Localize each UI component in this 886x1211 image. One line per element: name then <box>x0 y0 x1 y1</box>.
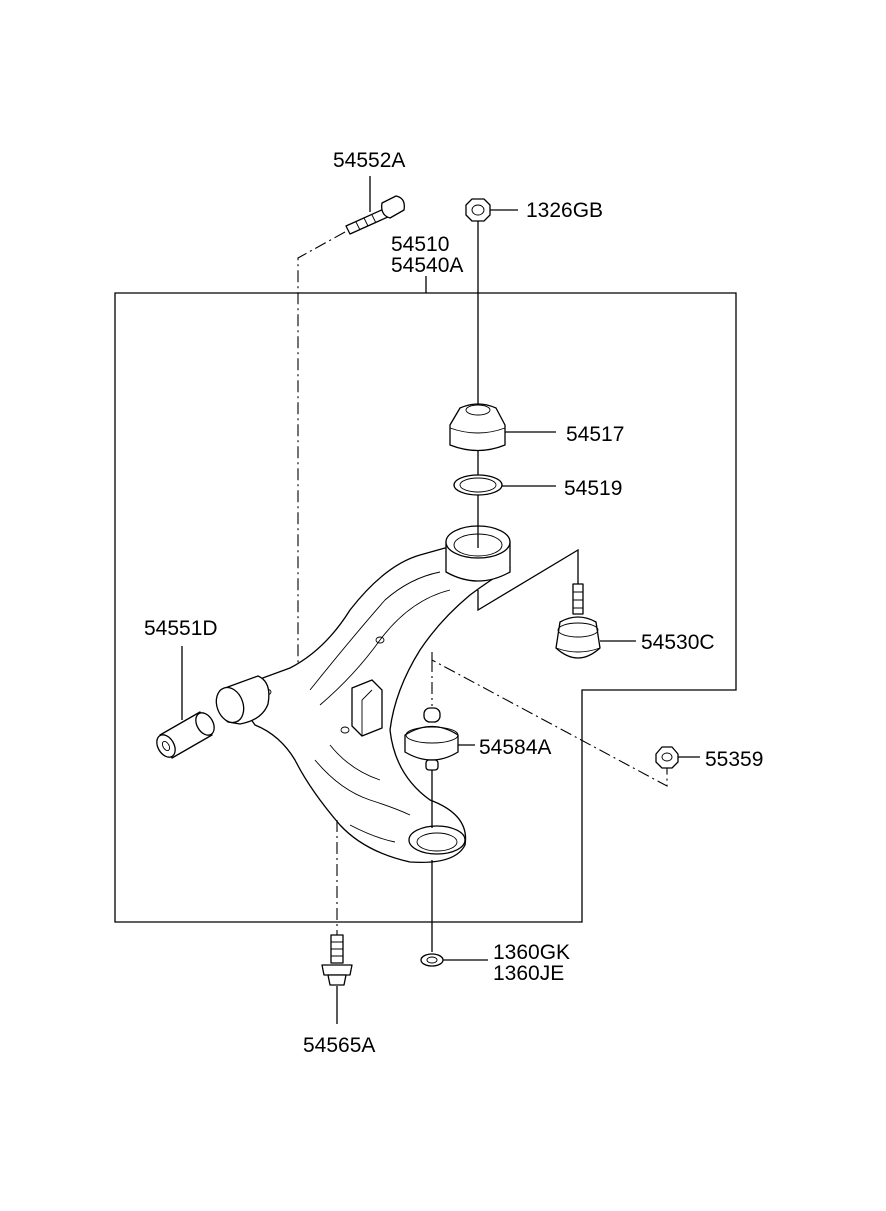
label-54530C: 54530C <box>641 631 715 654</box>
label-54540A: 54540A <box>391 254 463 277</box>
label-54584A: 54584A <box>479 736 551 759</box>
bushing-54551D-part <box>156 711 215 759</box>
lower-control-arm <box>229 547 511 864</box>
front-bushing-housing <box>215 675 270 725</box>
washer-1360GK-part <box>420 953 444 967</box>
assembly-line-nut-55359 <box>431 652 668 787</box>
label-54517: 54517 <box>566 423 624 446</box>
rear-bushing-seat <box>408 825 466 855</box>
label-55359: 55359 <box>705 748 763 771</box>
label-54565A: 54565A <box>303 1034 375 1057</box>
assembly-line-ball-joint-54530C <box>477 548 579 612</box>
bolt-54552A-part <box>345 195 405 235</box>
assembly-line-bolt-54552A <box>297 231 346 665</box>
dust-cover-54517-part <box>449 403 506 452</box>
label-1326GB: 1326GB <box>526 199 603 222</box>
nut-1326GB-part <box>465 198 491 222</box>
bushing-54584A-part <box>404 707 459 771</box>
label-1360JE: 1360JE <box>493 962 564 985</box>
label-1360GK: 1360GK <box>493 941 570 964</box>
ball-joint-54530C-part <box>555 583 601 659</box>
label-54551D: 54551D <box>144 617 218 640</box>
ring-54519-part <box>453 474 503 496</box>
label-54510: 54510 <box>391 233 449 256</box>
label-54519: 54519 <box>564 477 622 500</box>
label-54552A: 54552A <box>333 149 405 172</box>
bolt-54565A-part <box>321 934 353 986</box>
assembly-boundary-frame <box>114 292 737 923</box>
nut-55359-part <box>655 746 679 769</box>
